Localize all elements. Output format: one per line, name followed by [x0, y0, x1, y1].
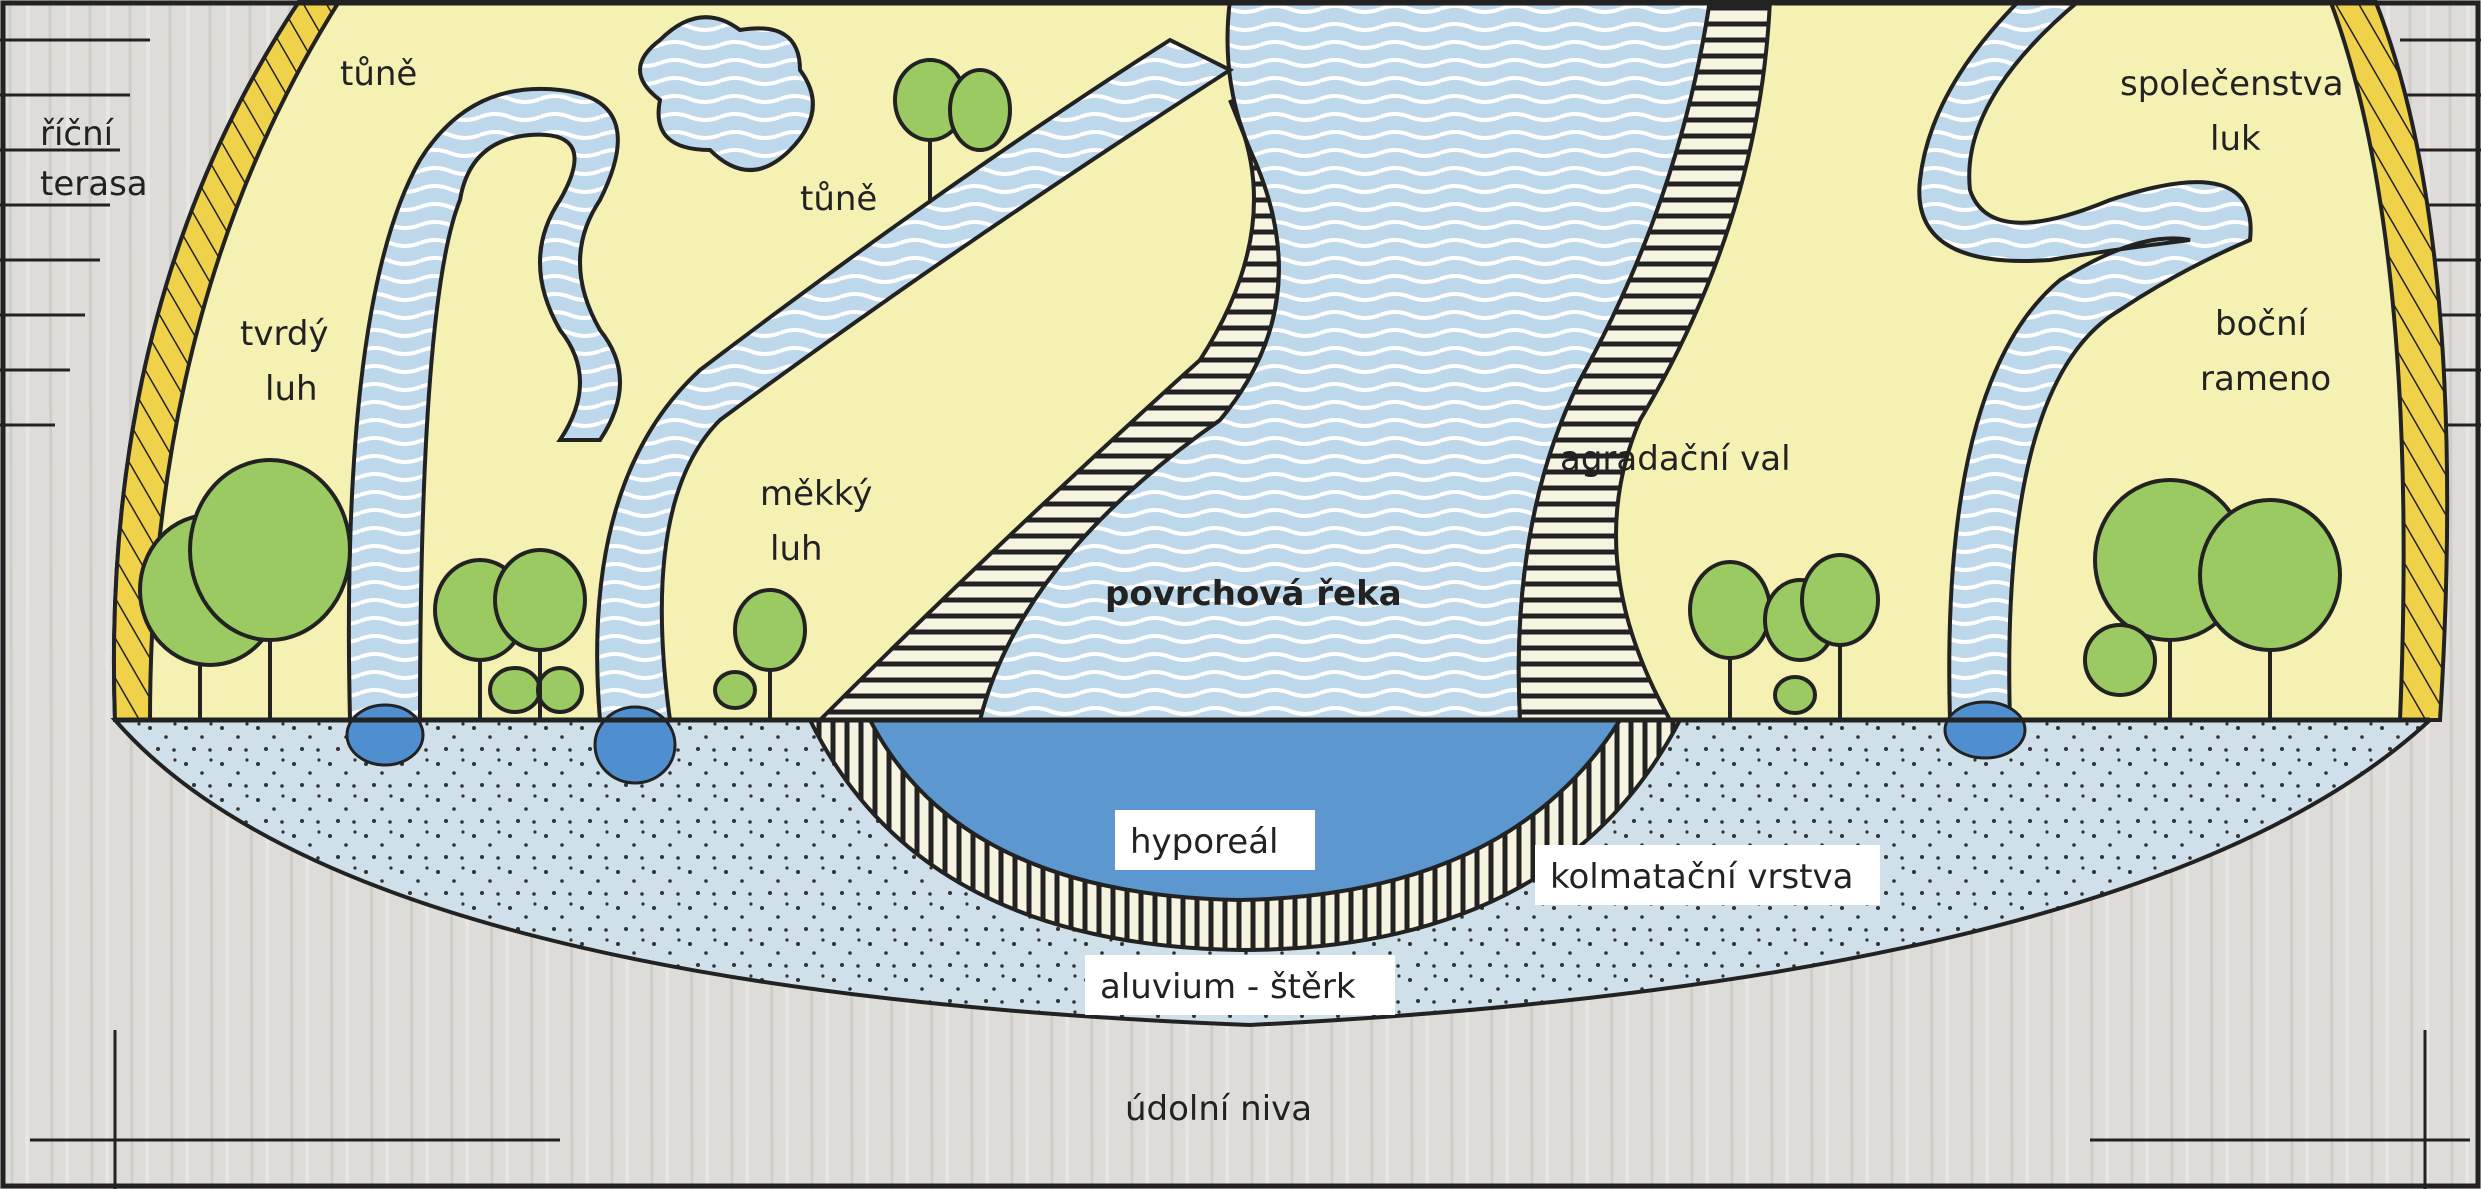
label-tvrdy-luh-1: tvrdý — [240, 314, 329, 354]
label-mekky-luh-1: měkký — [760, 474, 872, 514]
label-mekky-luh-2: luh — [770, 529, 823, 569]
label-povrchova-reka: povrchová řeka — [1105, 574, 1402, 614]
tree-canopy — [735, 590, 805, 670]
tree-canopy — [2200, 500, 2340, 650]
label-tune-2: tůně — [800, 179, 877, 219]
tree-canopy — [538, 668, 582, 712]
channel-pocket-left — [347, 705, 423, 765]
label-kolmatacni-vrstva: kolmatační vrstva — [1550, 857, 1853, 897]
label-tune-1: tůně — [340, 54, 417, 94]
tree-canopy — [495, 550, 585, 650]
tree-canopy — [1690, 562, 1770, 658]
tree-canopy — [715, 672, 755, 708]
label-spolecenstva-luk-1: společenstva — [2120, 64, 2344, 104]
channel-pocket-right — [1945, 702, 2025, 758]
tree-canopy — [2085, 625, 2155, 695]
label-hyporeal: hyporeál — [1130, 822, 1278, 862]
label-tvrdy-luh-2: luh — [265, 369, 318, 409]
label-bocni-rameno-1: boční — [2215, 304, 2309, 344]
label-bocni-rameno-2: rameno — [2200, 359, 2331, 399]
label-aluvium: aluvium - štěrk — [1100, 967, 1356, 1007]
label-udolni-niva: údolní niva — [1125, 1089, 1312, 1129]
label-spolecenstva-luk-2: luk — [2210, 119, 2261, 159]
tree-canopy — [1775, 677, 1815, 713]
tree-canopy — [190, 460, 350, 640]
label-ricni-terasa-1: říční — [40, 114, 115, 154]
label-agradacni-val: agradační val — [1560, 439, 1791, 479]
tree-canopy — [1802, 555, 1878, 645]
label-ricni-terasa-2: terasa — [40, 164, 148, 204]
tree-canopy — [950, 70, 1010, 150]
tree-canopy — [490, 668, 540, 712]
